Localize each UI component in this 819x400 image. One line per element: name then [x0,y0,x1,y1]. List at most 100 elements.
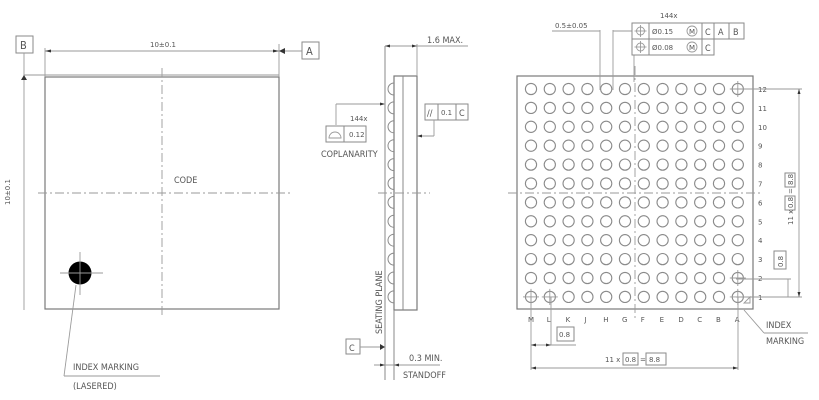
ball-E10 [656,120,669,133]
horizontal-span-label: 11 x 0.8 = 8.8 [605,352,667,366]
ball-G11 [618,101,632,115]
column-label: E [660,316,664,324]
datum-b-box [15,35,34,54]
ball-D1 [675,290,688,304]
ball-E2 [656,271,669,285]
ball-K7 [562,177,575,190]
ball-K9 [562,139,575,152]
row-label: 1 [758,294,762,302]
ball-M7 [524,177,538,190]
ball-L4 [543,234,556,247]
horizontal-span-prefix: 11 x [605,356,620,364]
ball-C2 [694,271,707,285]
ball-F12 [637,82,650,96]
horizontal-span-eq: = [640,356,646,364]
ball-L3 [543,252,556,266]
datum-c-box [345,338,361,355]
fcf-datum-1c: B [733,28,739,38]
ball-A5 [731,215,744,228]
side-ball [387,139,395,153]
ball-D10 [675,120,688,133]
fcf-modifier-2: M [689,44,695,52]
datum-a-label: A [306,45,313,58]
row-label: 12 [758,86,767,94]
ball-K3 [562,252,575,266]
fcf-count: 144x [660,12,678,20]
ball-H7 [600,177,613,190]
ball-K5 [562,215,575,228]
coplanarity-symbol-box [325,125,345,143]
ball-L10 [543,120,556,133]
ball-H11 [600,101,613,115]
ball-L5 [543,215,556,228]
ball-diameter-text: 0.5±0.05 [555,22,588,30]
ball-H5 [600,215,613,228]
ball-K1 [562,290,575,304]
ball-B6 [712,196,726,209]
datum-b-label: B [20,39,27,52]
ball-D8 [675,158,688,171]
ball-E4 [656,234,669,247]
ball-C11 [694,101,707,115]
fcf-modifier-1: M [689,28,695,36]
horizontal-span-total: 8.8 [649,356,660,364]
column-label: G [622,316,627,324]
bottom-index-sublabel: MARKING [766,337,804,347]
ball-G12 [618,82,632,96]
fcf-datum-1b: A [718,28,724,38]
ball-J12 [581,82,594,96]
ball-H4 [600,234,613,247]
ball-B10 [712,120,726,133]
ball-J10 [581,120,594,133]
side-ball [387,195,395,209]
ball-H9 [600,139,613,152]
ball-J4 [581,234,594,247]
ball-J5 [581,215,594,228]
ball-K6 [562,196,575,209]
code-label: CODE [174,176,197,186]
row-label: 6 [758,199,763,207]
datum-c-label: C [349,344,355,354]
vertical-span-label: 11 x 0.8 = 8.8 [784,172,796,225]
ball-J9 [581,139,594,152]
ball-C1 [694,290,707,304]
ball-G2 [618,271,632,285]
datum-a-box [301,41,320,60]
top-view: 10±0.1 A B 10±0.1 INDEX MARKING (LASERED… [4,35,320,392]
ball-D11 [675,101,688,115]
row-pitch-text: 0.8 [777,256,785,267]
column-label: H [603,316,608,324]
ball-J6 [581,196,594,209]
ball-E12 [656,82,669,96]
ball-M2 [524,271,538,285]
standoff-value: 0.3 MIN. [409,354,442,364]
ball-M9 [524,139,538,152]
ball-F6 [637,196,650,209]
row-label: 10 [758,124,767,132]
column-label: B [716,316,721,324]
svg-text:=: = [787,188,795,194]
ball-B4 [712,234,726,247]
ball-D4 [675,234,688,247]
ball-E3 [656,252,669,266]
ball-E5 [656,215,669,228]
row-label: 3 [758,256,762,264]
ball-H12 [600,82,613,96]
index-marking-label: INDEX MARKING [73,363,139,373]
ball-grid [523,81,746,305]
ball-C7 [694,177,707,190]
row-label: 9 [758,143,762,151]
column-label: J [583,316,586,324]
bottom-index-label: INDEX [766,321,792,331]
ball-L6 [543,196,556,209]
feature-control-frame: Ø0.15 M C A B Ø0.08 M C [631,22,745,56]
ball-D6 [675,196,688,209]
ball-K10 [562,120,575,133]
ball-B1 [712,290,726,304]
ball-A3 [731,252,744,266]
horizontal-span-pitch: 0.8 [625,356,636,364]
ball-M8 [524,158,538,171]
side-ball [387,158,395,172]
